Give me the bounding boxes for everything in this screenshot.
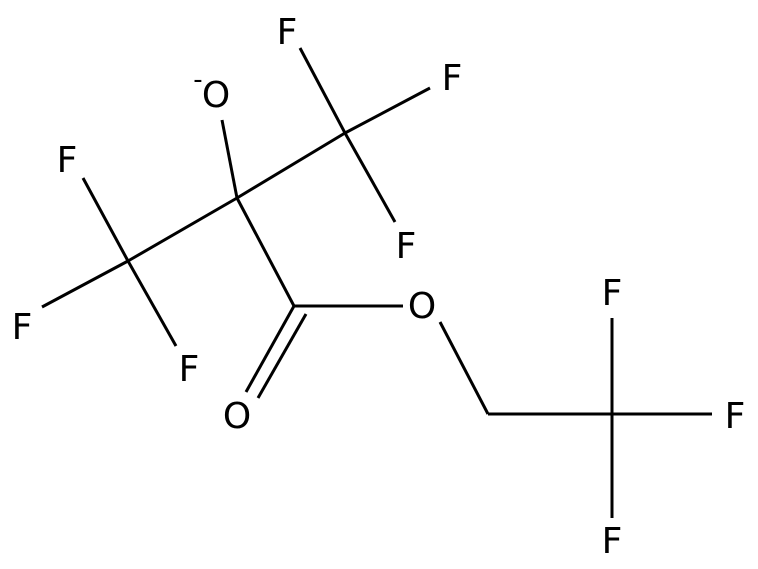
atom-f-right-1: F <box>602 273 623 314</box>
bond-cf3-upper-f3 <box>343 132 397 223</box>
bond-cf3-upper-f1 <box>298 47 347 134</box>
bond-c2-cf3-upper <box>236 131 346 200</box>
atom-f-top-2: F <box>442 58 463 99</box>
atom-labels: O - F F F F F F O O F F F <box>12 12 746 562</box>
bond-cf3-left-f2 <box>41 259 129 309</box>
bond-cf3-left-f1 <box>81 177 130 262</box>
bond-cf3-upper-f2 <box>344 86 431 135</box>
bond-c2-o-minus <box>220 119 239 199</box>
atom-f-right-3: F <box>602 521 623 562</box>
bond-ester-o-ch2 <box>438 321 490 415</box>
atom-o-minus: O <box>202 75 230 116</box>
atom-f-top-3: F <box>396 226 417 267</box>
atom-f-right-2: F <box>725 396 746 437</box>
atom-f-left-3: F <box>179 349 200 390</box>
bond-c2-carbonyl-c <box>235 197 296 307</box>
charge-minus: - <box>193 65 202 95</box>
bond-carbonyl-double-a <box>244 305 296 393</box>
bond-c2-cf3-left <box>127 196 238 263</box>
bond-cf3-left-f3 <box>126 260 178 347</box>
atom-f-left-2: F <box>12 307 33 348</box>
atom-f-top-1: F <box>277 12 298 53</box>
bonds <box>41 47 712 518</box>
atom-f-left-1: F <box>57 140 78 181</box>
atom-o-ester: O <box>408 286 436 327</box>
atom-o-carbonyl: O <box>223 396 251 437</box>
bond-carbonyl-double-b <box>256 313 308 399</box>
